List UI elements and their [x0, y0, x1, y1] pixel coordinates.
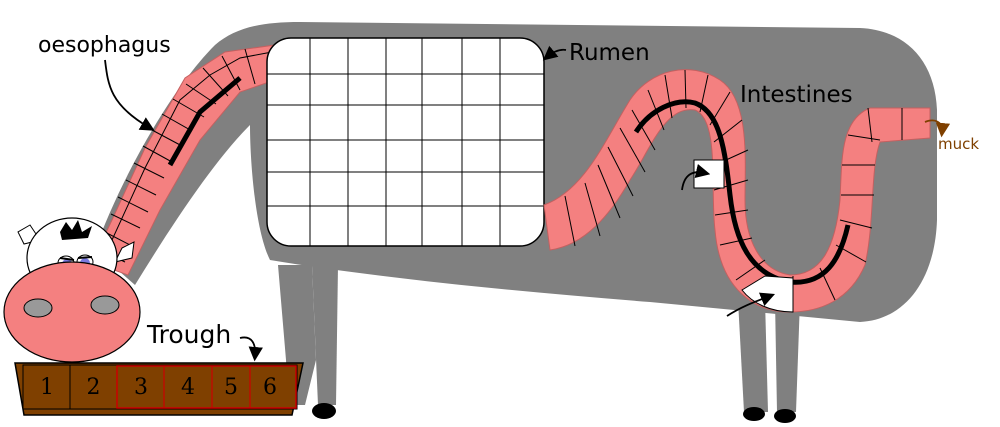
- intestine-pointer-arrow: [726, 292, 776, 317]
- muck-arrow-icon: [924, 119, 951, 138]
- oesophagus-pointer-arrow: [104, 59, 155, 131]
- trough-slot-4[interactable]: 4: [181, 374, 195, 400]
- intestine-white-cell: [693, 159, 725, 189]
- trough-pointer-arrow: [239, 336, 263, 362]
- hoof: [312, 403, 336, 419]
- hoof: [774, 409, 796, 423]
- cow-nostril: [90, 295, 120, 315]
- rumen-label: Rumen: [569, 40, 650, 66]
- trough-slot-3[interactable]: 3: [134, 374, 148, 400]
- oesophagus-label: oesophagus: [38, 33, 171, 58]
- intestines-label: Intestines: [740, 82, 853, 108]
- trough-label: Trough: [147, 320, 232, 349]
- intestine-pointer-arrow: [681, 163, 711, 191]
- cow-forelock: [60, 220, 92, 240]
- cow-head: [3, 217, 141, 363]
- oesophagus-tube: [91, 44, 276, 276]
- pointer-arrows: [104, 45, 951, 362]
- trough-slot-6[interactable]: 6: [263, 374, 277, 400]
- trough-slot-5[interactable]: 5: [224, 374, 238, 400]
- trough-slot-2[interactable]: 2: [86, 374, 101, 400]
- muck-label: muck: [938, 135, 980, 153]
- cow-nostril: [23, 298, 53, 318]
- rumen: [266, 37, 545, 247]
- hoof: [743, 407, 765, 421]
- trough-slot-1[interactable]: 1: [40, 374, 54, 400]
- trough: [14, 362, 304, 416]
- rumen-pointer-arrow: [542, 45, 567, 61]
- intestines-tube: [543, 69, 931, 313]
- cow-nose: [3, 261, 141, 363]
